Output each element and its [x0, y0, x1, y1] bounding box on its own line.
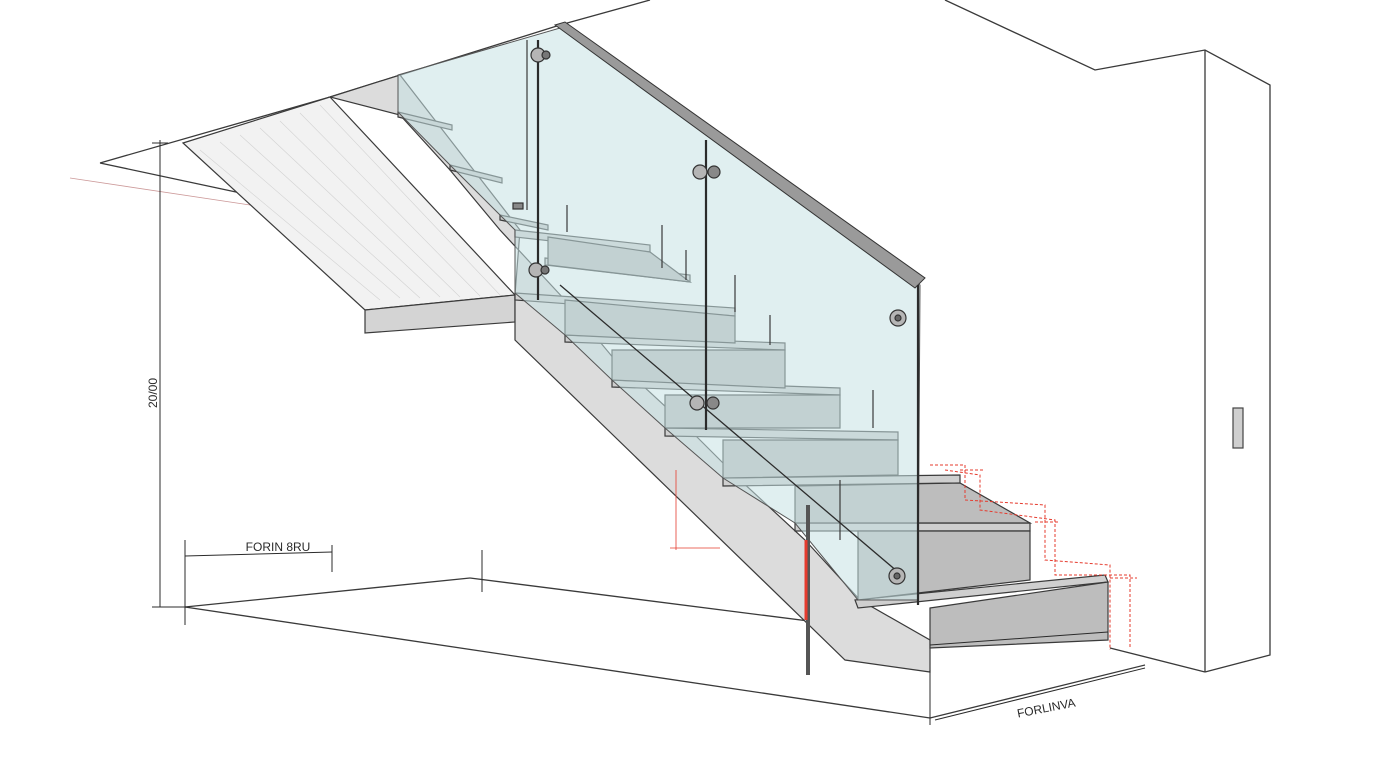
glass-fittings [512, 47, 907, 585]
glass-clamp-icon [894, 314, 902, 322]
glass-clamp-icon [706, 396, 720, 410]
bottom-width-dimension-label: FORLINVA [1016, 696, 1077, 721]
glass-clamp-icon [541, 50, 551, 60]
glass-clamp-icon [692, 164, 708, 180]
glass-balustrade [397, 21, 926, 605]
glass-clamp-icon [893, 572, 901, 580]
ceiling-slab [181, 96, 517, 334]
glass-clamp-icon [540, 265, 550, 275]
height-dimension-label: 20/00 [146, 378, 160, 408]
top-width-dimension-label: FORIN 8RU [246, 540, 311, 554]
glass-clamp-icon [512, 202, 524, 210]
handrail [553, 21, 926, 289]
red-markers [670, 464, 1137, 675]
room-outline [69, 0, 1271, 719]
glass-clamp-icon [689, 395, 705, 411]
door-handle-icon [1232, 407, 1244, 449]
glass-clamp-icon [707, 165, 721, 179]
dimension-lines [152, 140, 1146, 725]
